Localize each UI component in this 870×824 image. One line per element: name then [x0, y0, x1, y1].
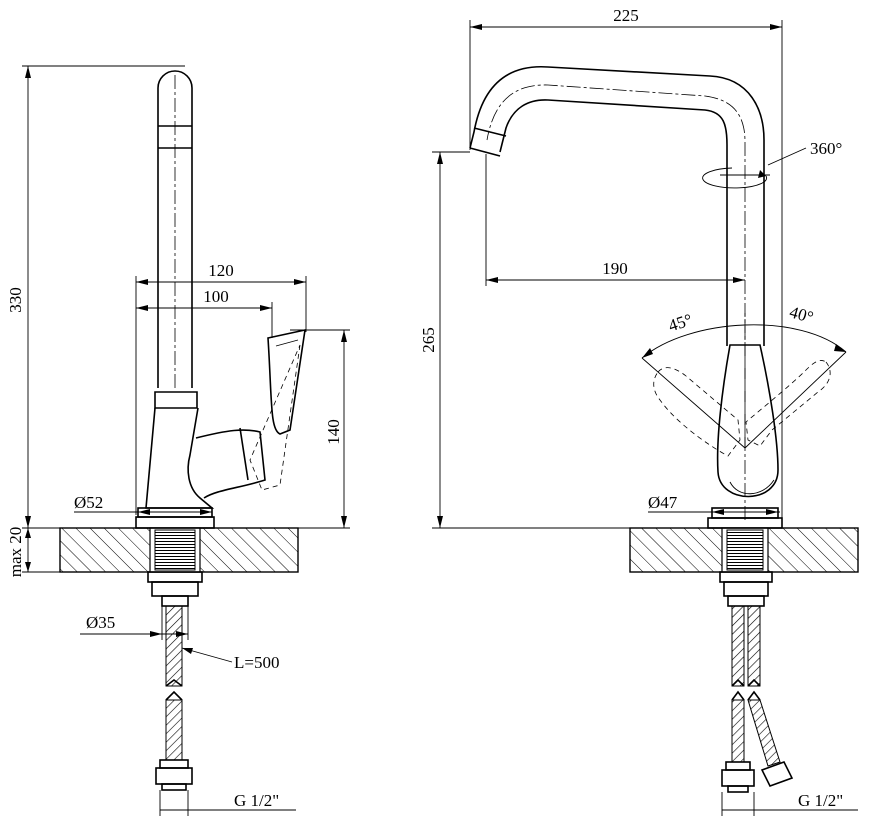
side-view: 330 max 20 120 100 [6, 65, 350, 816]
dim-140: 140 [215, 329, 350, 529]
front-spout [469, 66, 770, 346]
side-body [145, 328, 306, 509]
rotation-label: 360° [810, 139, 842, 158]
dim-190: 190 [485, 154, 745, 286]
thread-callout-right: G 1/2" [721, 791, 858, 816]
hose-length-label: L=500 [234, 653, 279, 672]
countertop-right [629, 527, 859, 573]
dim-330-label: 330 [6, 287, 25, 313]
side-base [135, 507, 215, 529]
rotation-callout: 360° [767, 139, 842, 166]
dim-100: 100 [136, 287, 273, 338]
dim-d52: Ø52 [74, 493, 212, 515]
hose-length-callout: L=500 [181, 647, 279, 672]
dim-d47-label: Ø47 [648, 493, 678, 512]
dim-d52-label: Ø52 [74, 493, 103, 512]
dim-190-label: 190 [602, 259, 628, 278]
thread-label-left: G 1/2" [234, 791, 279, 810]
side-underside [147, 571, 203, 607]
side-spout [157, 70, 193, 390]
dim-225-label: 225 [613, 6, 639, 25]
dim-max20: max 20 [6, 527, 60, 578]
dim-265-label: 265 [419, 327, 438, 353]
dim-120: 120 [135, 261, 307, 515]
dim-max20-label: max 20 [6, 527, 25, 578]
front-underside [719, 571, 773, 607]
thread-label-right: G 1/2" [798, 791, 843, 810]
dim-225: 225 [469, 6, 783, 525]
side-hose [155, 605, 193, 791]
front-body [653, 344, 831, 520]
lever-angle-arc: 45° 40° [641, 302, 847, 449]
countertop-left [59, 527, 299, 573]
front-hoses [721, 605, 794, 793]
thread-callout-left: G 1/2" [159, 790, 296, 816]
lever-angle-left-label: 45° [666, 310, 695, 335]
dim-d47: Ø47 [648, 493, 780, 515]
dim-d35-label: Ø35 [86, 613, 115, 632]
dim-120-label: 120 [208, 261, 234, 280]
dim-140-label: 140 [324, 419, 343, 445]
dim-265: 265 [419, 151, 708, 529]
dim-d35: Ø35 [80, 606, 189, 640]
lever-angle-right-label: 40° [787, 302, 815, 327]
dim-100-label: 100 [203, 287, 229, 306]
dim-330: 330 [6, 65, 185, 529]
front-view: 225 190 265 360° [419, 6, 859, 816]
